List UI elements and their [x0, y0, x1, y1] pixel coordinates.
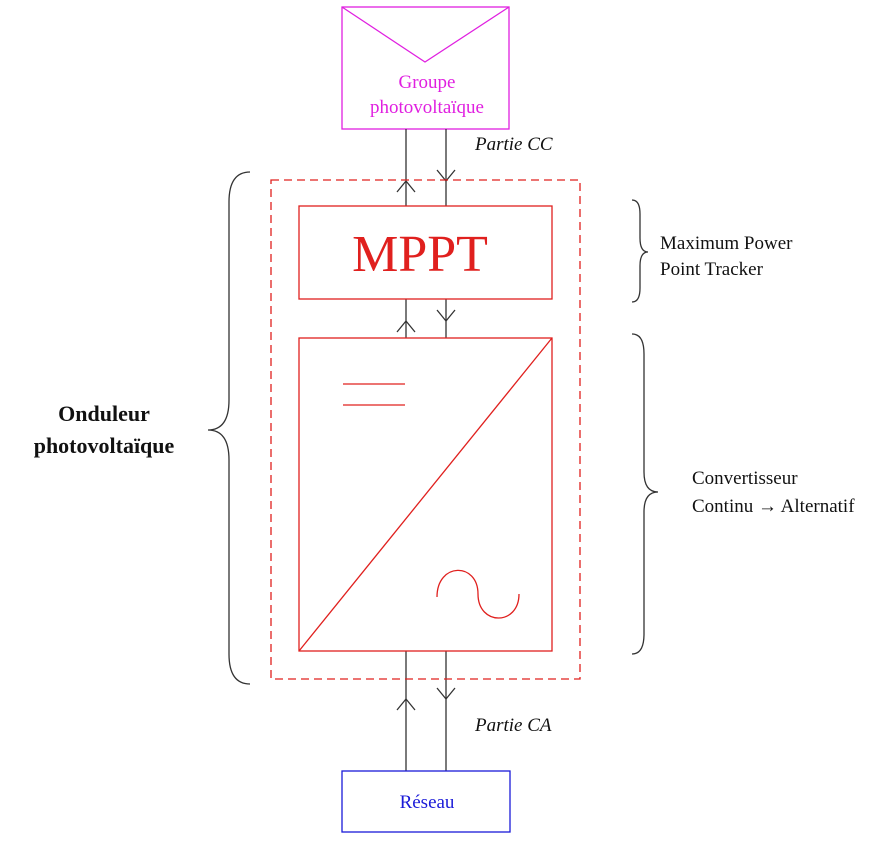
arrow-up-icon	[396, 179, 416, 193]
arrow-down-icon	[436, 309, 456, 323]
pv-array-label-line1: Groupe	[399, 72, 456, 93]
converter-desc-line1: Convertisseur	[692, 468, 798, 489]
ac-sine-icon	[436, 569, 520, 619]
dc-side-label: Partie CC	[474, 134, 553, 155]
mppt-box	[298, 205, 553, 300]
dc-symbol-icon	[343, 383, 405, 406]
grid-block: Réseau	[341, 770, 511, 833]
mppt-desc-line2: Point Tracker	[660, 259, 764, 280]
pv-array-box	[341, 6, 510, 130]
arrow-up-icon	[396, 697, 416, 711]
grid-box	[341, 770, 511, 833]
pv-array-diagonals	[341, 6, 510, 63]
converter-diagonal	[298, 337, 553, 652]
converter-block	[298, 337, 553, 652]
mppt-block: MPPT	[298, 205, 553, 300]
arrow-down-icon	[436, 687, 456, 701]
converter-desc-line2: Continu → Alternatif	[692, 496, 855, 517]
pv-array: Groupe photovoltaïque	[341, 6, 510, 130]
inverter-label-line2: photovoltaïque	[34, 433, 175, 458]
inverter-boundary	[270, 179, 581, 680]
braces	[207, 171, 659, 685]
converter-box	[298, 337, 553, 652]
inverter-label-line1: Onduleur	[58, 401, 150, 426]
mppt-brace	[631, 199, 649, 303]
inverter-brace	[207, 171, 251, 685]
mppt-desc-line1: Maximum Power	[660, 233, 793, 254]
ac-side-label: Partie CA	[474, 715, 552, 736]
pv-array-label-line2: photovoltaïque	[370, 97, 484, 118]
arrow-up-icon	[396, 319, 416, 333]
arrow-down-icon	[436, 169, 456, 183]
mppt-label: MPPT	[352, 226, 488, 283]
connection-lines	[405, 129, 447, 771]
converter-brace	[631, 333, 659, 655]
grid-label: Réseau	[400, 792, 455, 813]
flow-arrows	[396, 169, 456, 711]
